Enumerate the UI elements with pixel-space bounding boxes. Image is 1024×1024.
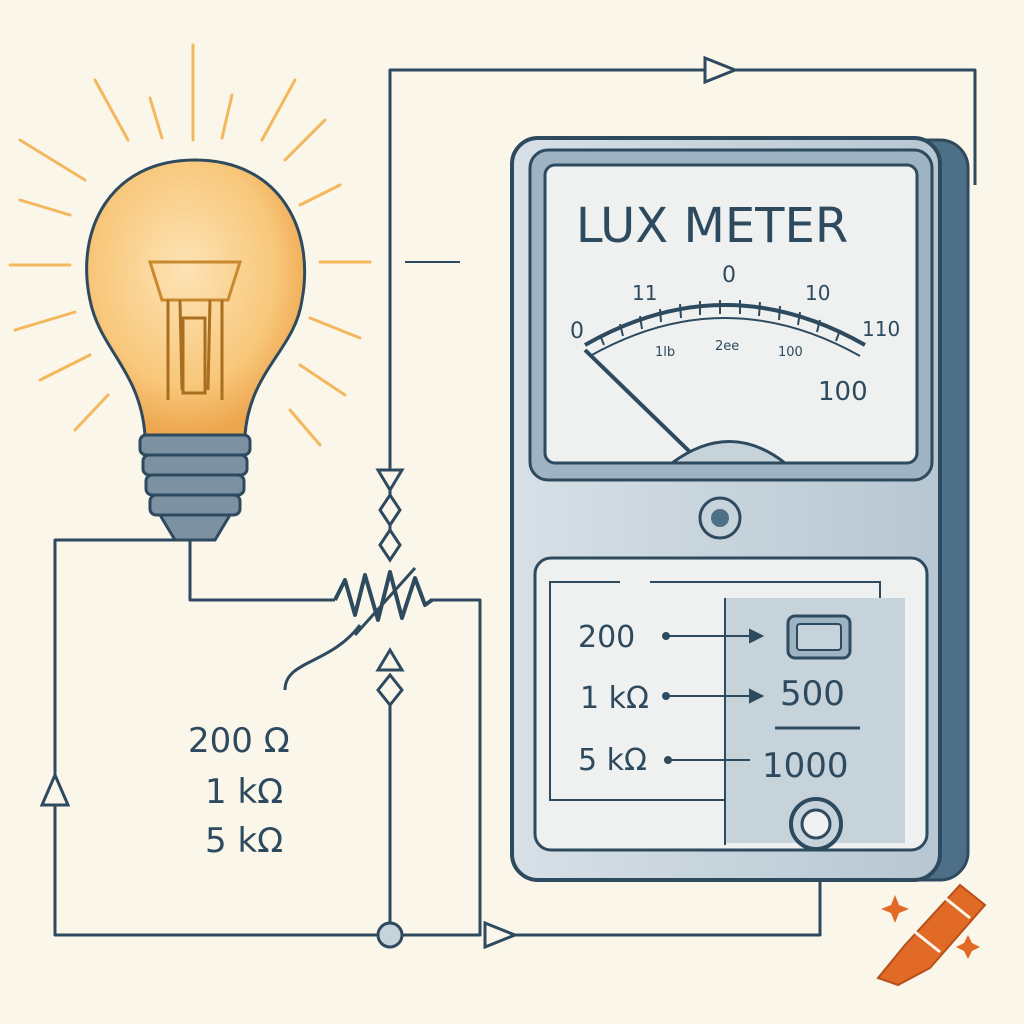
variable-resistor bbox=[333, 566, 434, 637]
bulb-base bbox=[138, 433, 252, 542]
gauge-scale bbox=[584, 300, 866, 357]
junction-node bbox=[376, 921, 404, 949]
arrow-right-top bbox=[703, 55, 740, 85]
range-value-500: 500 bbox=[780, 674, 845, 714]
scale-sublabel-3: 100 bbox=[778, 345, 803, 360]
range-label-1k: 1 kΩ bbox=[580, 681, 649, 716]
scale-sublabel-1: 1lb bbox=[655, 345, 675, 360]
arrow-up-left bbox=[39, 771, 71, 807]
light-rays bbox=[8, 43, 372, 447]
range-label-200: 200 bbox=[578, 620, 635, 655]
resistor-label-1k: 1 kΩ bbox=[205, 772, 283, 812]
scale-label-11: 11 bbox=[632, 281, 657, 305]
scale-label-110: 110 bbox=[862, 317, 900, 341]
resistor-label-200: 200 Ω bbox=[188, 721, 290, 761]
range-selector[interactable] bbox=[786, 614, 852, 660]
arrow-down-wire bbox=[375, 468, 405, 493]
sparkle-icon bbox=[881, 895, 980, 959]
lightbulb-icon bbox=[85, 158, 307, 542]
gauge-needle bbox=[583, 348, 692, 454]
scale-label-0: 0 bbox=[570, 319, 584, 344]
meter-reading: 100 bbox=[818, 377, 868, 407]
scale-sublabel-2: 2ee bbox=[715, 339, 739, 354]
wire-arrows bbox=[39, 55, 740, 950]
center-knob[interactable] bbox=[698, 496, 742, 540]
gauge-labels: 0 11 0 10 110 1lb 2ee 100 100 bbox=[570, 263, 900, 407]
crayon-icon bbox=[876, 883, 987, 987]
scale-label-mid: 0 bbox=[722, 263, 736, 288]
scale-label-10: 10 bbox=[805, 281, 830, 305]
range-value-1000: 1000 bbox=[762, 746, 849, 786]
needle-pivot bbox=[667, 440, 790, 465]
resistor-values: 200 Ω 1 kΩ 5 kΩ bbox=[188, 721, 290, 861]
meter-title: LUX METER bbox=[576, 198, 848, 254]
arrow-right-bottom bbox=[483, 920, 520, 950]
input-jack[interactable] bbox=[789, 797, 843, 851]
selector-arrows bbox=[662, 628, 765, 764]
resistor-label-5k: 5 kΩ bbox=[205, 821, 283, 861]
lux-meter: LUX METER 0 11 0 bbox=[510, 136, 970, 882]
range-label-5k: 5 kΩ bbox=[578, 743, 647, 778]
